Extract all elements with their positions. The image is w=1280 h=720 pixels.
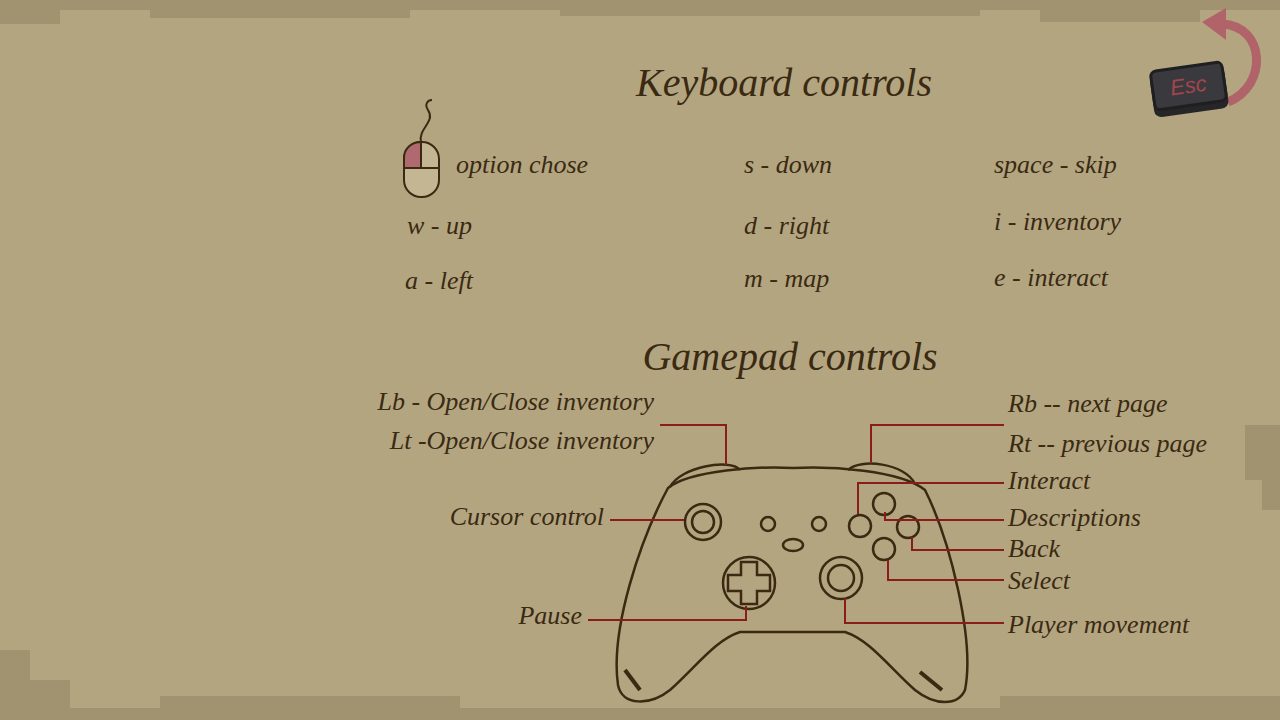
mouse-divider	[404, 167, 439, 169]
control-label: Rt -- previous page	[1008, 430, 1207, 459]
right-stick	[820, 557, 862, 599]
control-label: Rb -- next page	[1008, 390, 1168, 419]
control-label: Interact	[1008, 467, 1090, 496]
left-stick	[685, 504, 721, 540]
control-label: space - skip	[994, 151, 1117, 180]
share-button	[783, 539, 803, 551]
mouse-cord	[421, 100, 432, 142]
leader-line	[588, 606, 746, 620]
gamepad-body	[617, 468, 968, 702]
arrow-head	[1202, 8, 1226, 40]
control-label: Pause	[518, 602, 582, 631]
control-label: Player movement	[1008, 611, 1189, 640]
view-button	[761, 517, 775, 531]
gamepad-illustration	[617, 464, 968, 702]
control-label: s - down	[744, 151, 832, 180]
section-heading: Gamepad controls	[642, 335, 937, 379]
return-arrow	[1222, 24, 1257, 102]
mouse-left-button	[404, 142, 421, 168]
control-label: Back	[1008, 535, 1060, 564]
left-stick	[692, 511, 714, 533]
mouse-icon	[404, 100, 439, 197]
right-stick	[828, 565, 854, 591]
face-button	[849, 515, 871, 537]
control-label: i - inventory	[994, 208, 1121, 237]
screen-title: Keyboard controls	[636, 61, 932, 105]
grip-mark	[625, 670, 640, 690]
key-label: Esc	[1168, 71, 1208, 101]
leader-line	[885, 512, 1004, 520]
esc-key: Esc	[1148, 60, 1228, 112]
dpad-ring	[723, 557, 775, 609]
control-label: Descriptions	[1008, 504, 1141, 533]
control-label: Cursor control	[450, 503, 604, 532]
control-label: d - right	[744, 212, 829, 241]
face-button	[873, 538, 895, 560]
leader-line	[610, 519, 684, 521]
leader-line	[912, 537, 1004, 550]
menu-button	[812, 517, 826, 531]
control-label: m - map	[744, 265, 829, 294]
leader-line	[871, 425, 1004, 462]
control-label: Lt -Open/Close inventory	[390, 427, 654, 456]
mouse-body	[404, 142, 439, 197]
mouse-divider	[420, 142, 422, 168]
leader-line	[858, 483, 1004, 514]
leader-line	[845, 598, 1004, 623]
control-label: a - left	[405, 267, 473, 296]
control-label: e - interact	[994, 264, 1108, 293]
grip-mark	[920, 672, 942, 690]
control-label: option chose	[456, 151, 588, 180]
control-label: Select	[1008, 567, 1070, 596]
left-bumper	[670, 465, 740, 487]
control-label: w - up	[407, 212, 472, 241]
leader-line	[660, 425, 726, 465]
control-label: Lb - Open/Close inventory	[377, 388, 654, 417]
dpad	[728, 562, 770, 604]
face-button	[873, 493, 895, 515]
leader-line	[888, 560, 1004, 580]
